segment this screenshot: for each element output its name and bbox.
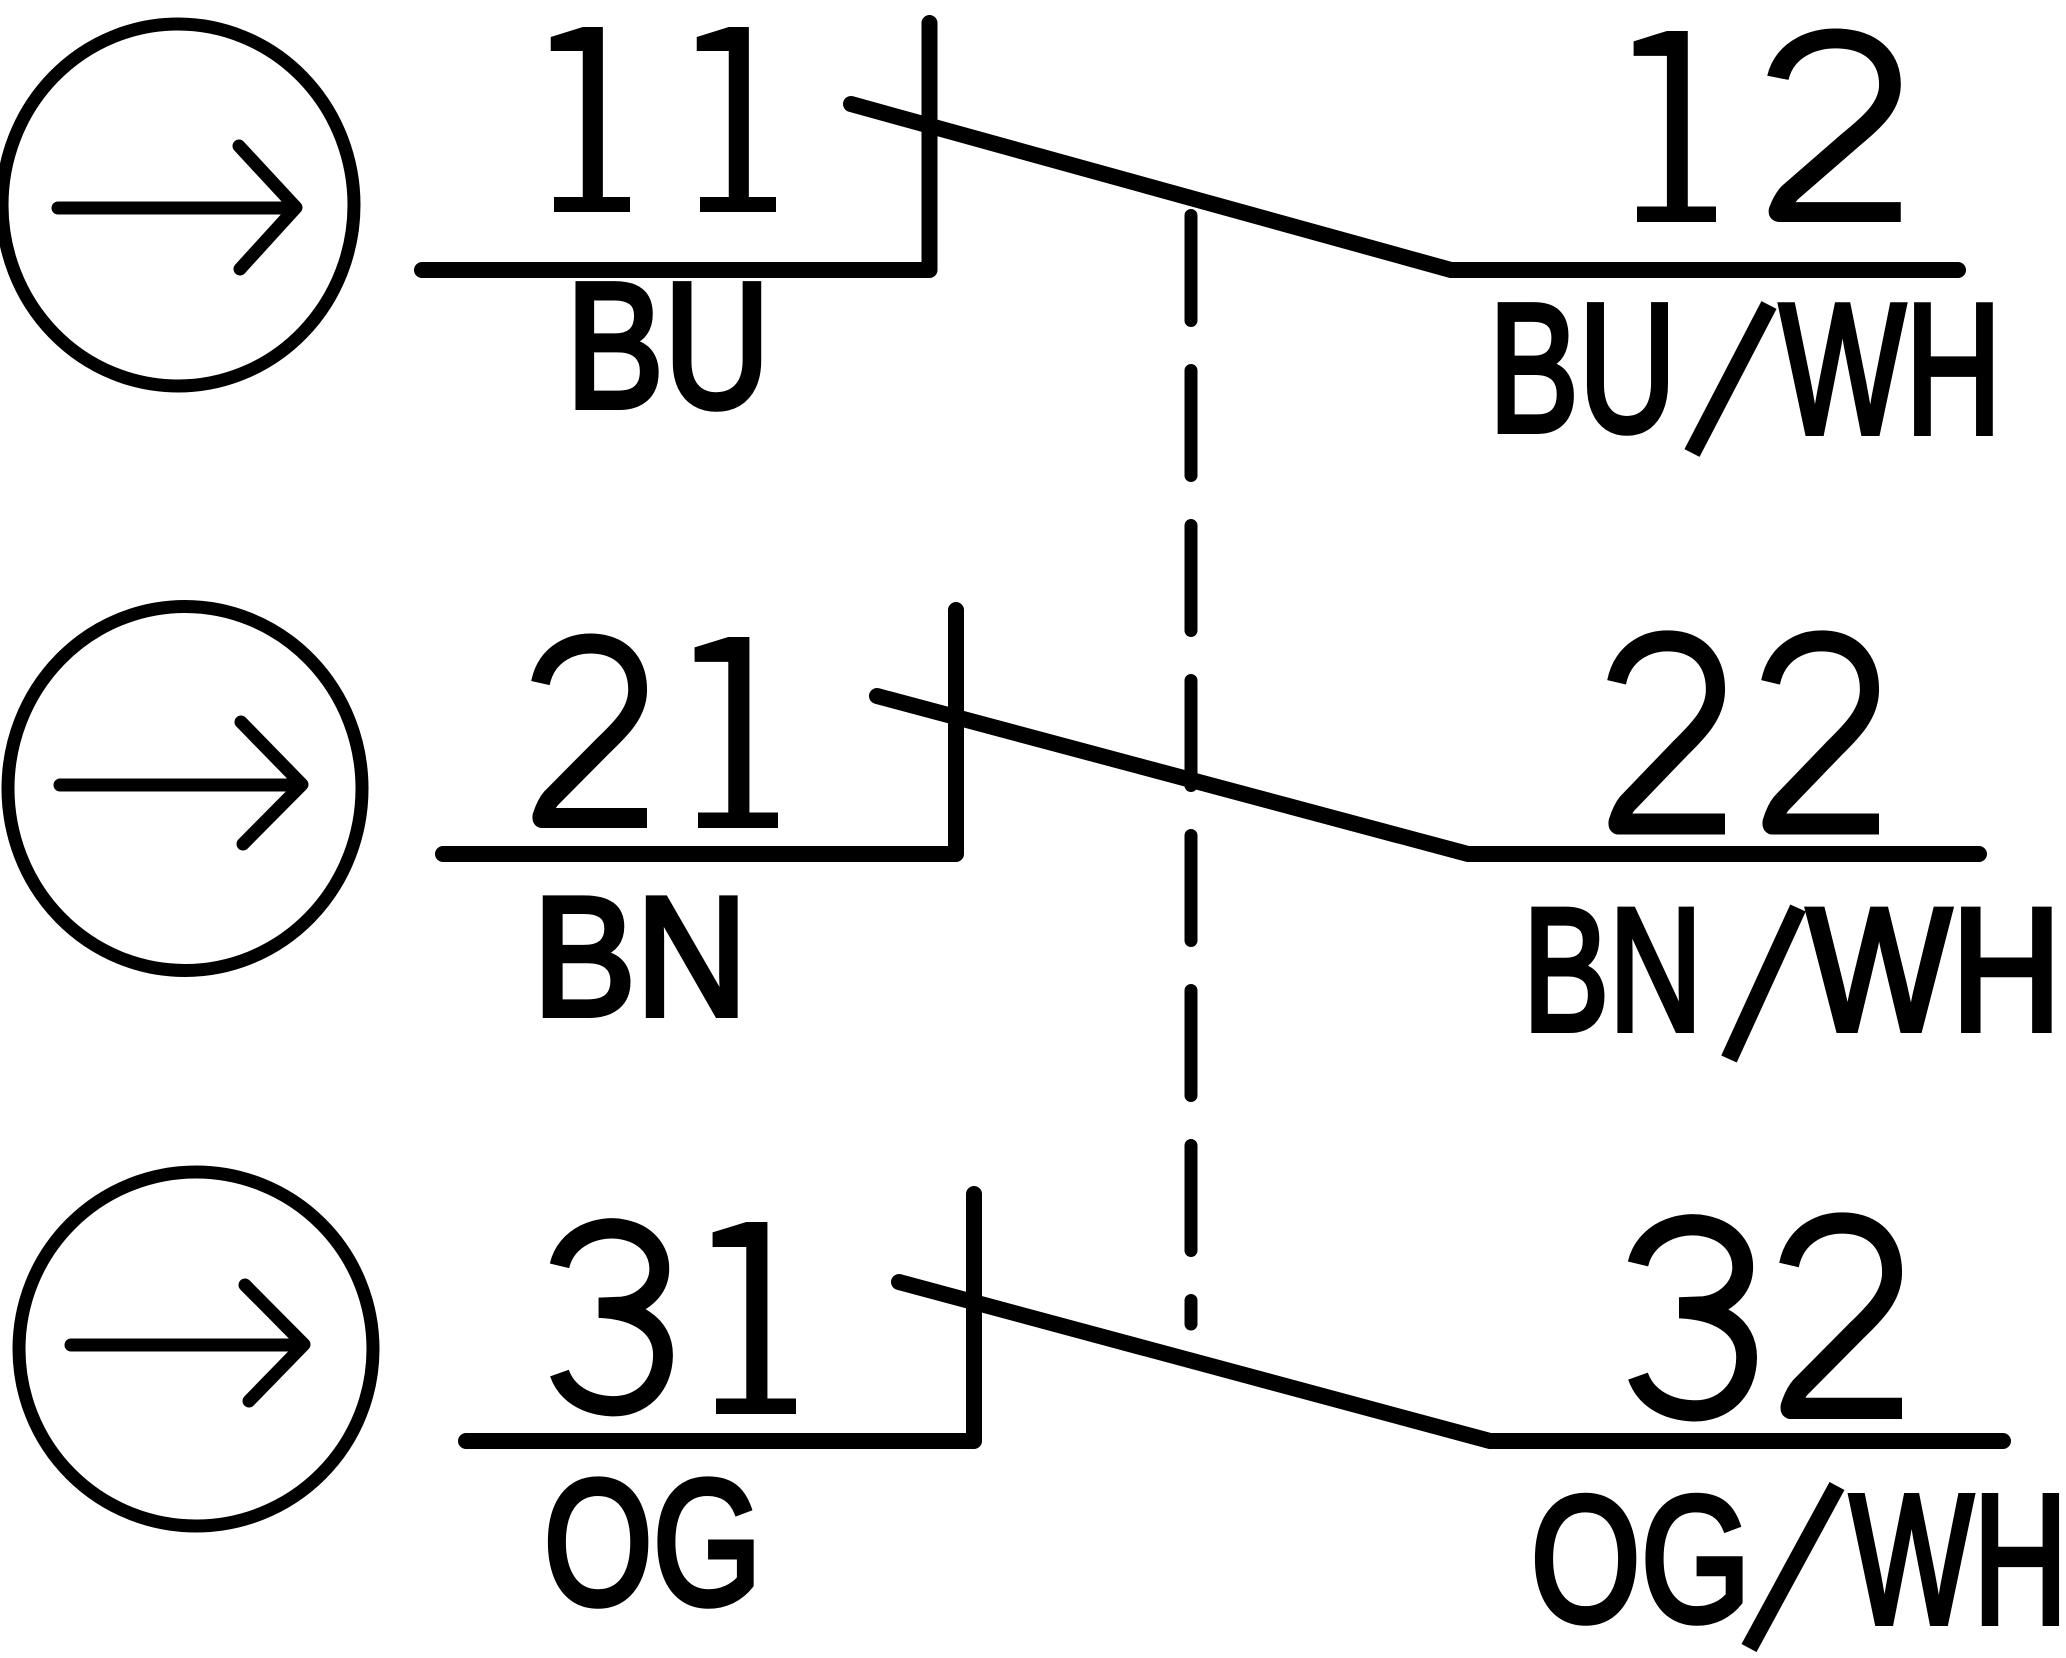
svg-text:BU: BU <box>566 245 770 445</box>
svg-text:OG: OG <box>1531 1460 1751 1658</box>
svg-text:WH: WH <box>1850 1457 2066 1658</box>
svg-text:WH: WH <box>1780 266 2002 473</box>
svg-text:WH: WH <box>1807 873 2062 1068</box>
svg-text:OG: OG <box>544 1442 762 1642</box>
svg-text:BN: BN <box>1523 873 1702 1068</box>
svg-text:BN: BN <box>533 861 748 1051</box>
svg-text:BU: BU <box>1489 265 1676 470</box>
